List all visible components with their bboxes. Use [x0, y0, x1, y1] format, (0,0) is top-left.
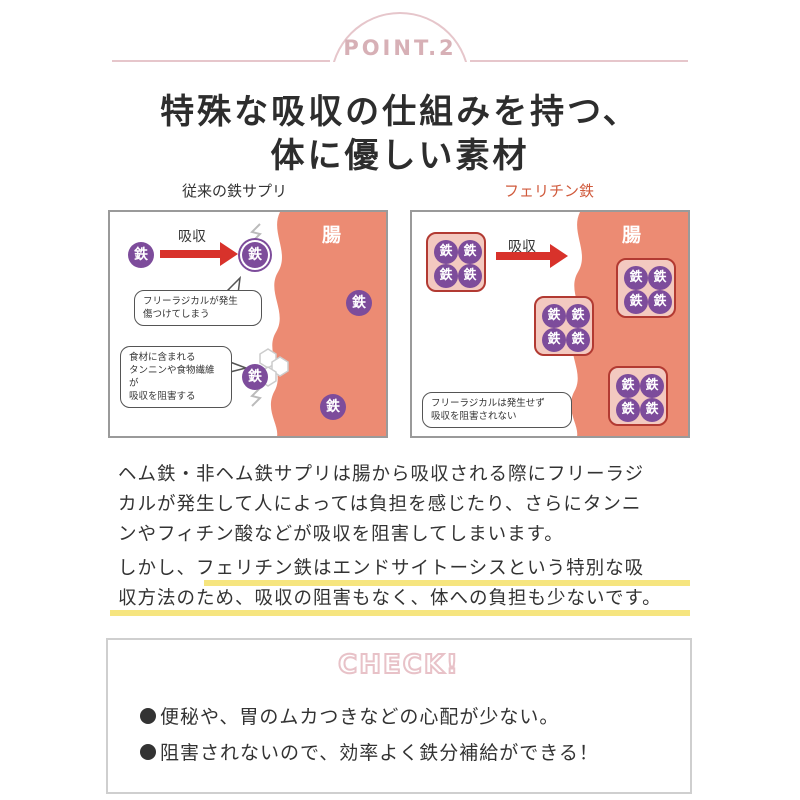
highlight-underline: [110, 610, 690, 616]
ferritin-iron-diagram: 腸 吸収 鉄 鉄 鉄 鉄 鉄 鉄 鉄 鉄 鉄 鉄 鉄 鉄 鉄 鉄 鉄 鉄 フリー…: [410, 210, 690, 438]
ferritin-cluster: 鉄 鉄 鉄 鉄: [616, 258, 676, 318]
point-label: POINT.2: [343, 36, 457, 60]
description-line: ンやフィチン酸などが吸収を阻害してしまいます。: [118, 524, 564, 545]
iron-molecule: 鉄: [128, 242, 154, 268]
iron-molecule: 鉄: [242, 242, 268, 268]
intestine-label: 腸: [322, 224, 342, 246]
bullet-icon: [140, 708, 156, 724]
iron-molecule: 鉄: [242, 364, 268, 390]
check-item: 便秘や、胃のムカつきなどの心配が少ない。: [140, 702, 559, 729]
point-badge-mask: [326, 62, 474, 122]
headline-line2: 体に優しい素材: [270, 136, 530, 176]
description-line: カルが発生して人によっては負担を感じたり、さらにタンニ: [118, 494, 642, 515]
header-divider-right: [470, 60, 688, 62]
ferritin-cluster: 鉄 鉄 鉄 鉄: [426, 232, 486, 292]
ferritin-cluster: 鉄 鉄 鉄 鉄: [608, 366, 668, 426]
ferritin-cluster: 鉄 鉄 鉄 鉄: [534, 296, 594, 356]
headline-line1: 特殊な吸収の仕組みを持つ、: [160, 92, 640, 132]
intestine-label: 腸: [622, 224, 642, 246]
left-panel-caption: 従来の鉄サプリ: [182, 182, 288, 200]
header-divider-left: [112, 60, 330, 62]
highlight-underline: [204, 580, 690, 586]
description-line: しかし、フェリチン鉄はエンドサイトーシスという特別な吸: [118, 558, 645, 579]
absorb-label: 吸収: [178, 229, 206, 245]
check-item: 阻害されないので、効率よく鉄分補給ができる！: [140, 738, 599, 765]
iron-molecule: 鉄: [346, 290, 372, 316]
right-panel-caption: フェリチン鉄: [504, 182, 595, 200]
absorb-label: 吸収: [508, 239, 536, 255]
check-box: [106, 638, 692, 794]
ferritin-note-bubble: フリーラジカルは発生せず 吸収を阻害されない: [422, 392, 572, 428]
check-title: CHECK!: [337, 649, 460, 681]
food-inhibit-bubble: 食材に含まれる タンニンや食物繊維が 吸収を阻害する: [120, 346, 232, 408]
conventional-iron-diagram: 腸 吸収 鉄 鉄 鉄 鉄 鉄 フリーラジカルが発生 傷つけてしまう 食材に含まれ…: [108, 210, 388, 438]
description-line: 収方法のため、吸収の阻害もなく、体への負担も少ないです。: [118, 588, 662, 609]
description-line: ヘム鉄・非ヘム鉄サプリは腸から吸収される際にフリーラジ: [118, 464, 645, 485]
free-radical-bubble: フリーラジカルが発生 傷つけてしまう: [134, 290, 262, 326]
iron-molecule: 鉄: [320, 394, 346, 420]
bullet-icon: [140, 744, 156, 760]
